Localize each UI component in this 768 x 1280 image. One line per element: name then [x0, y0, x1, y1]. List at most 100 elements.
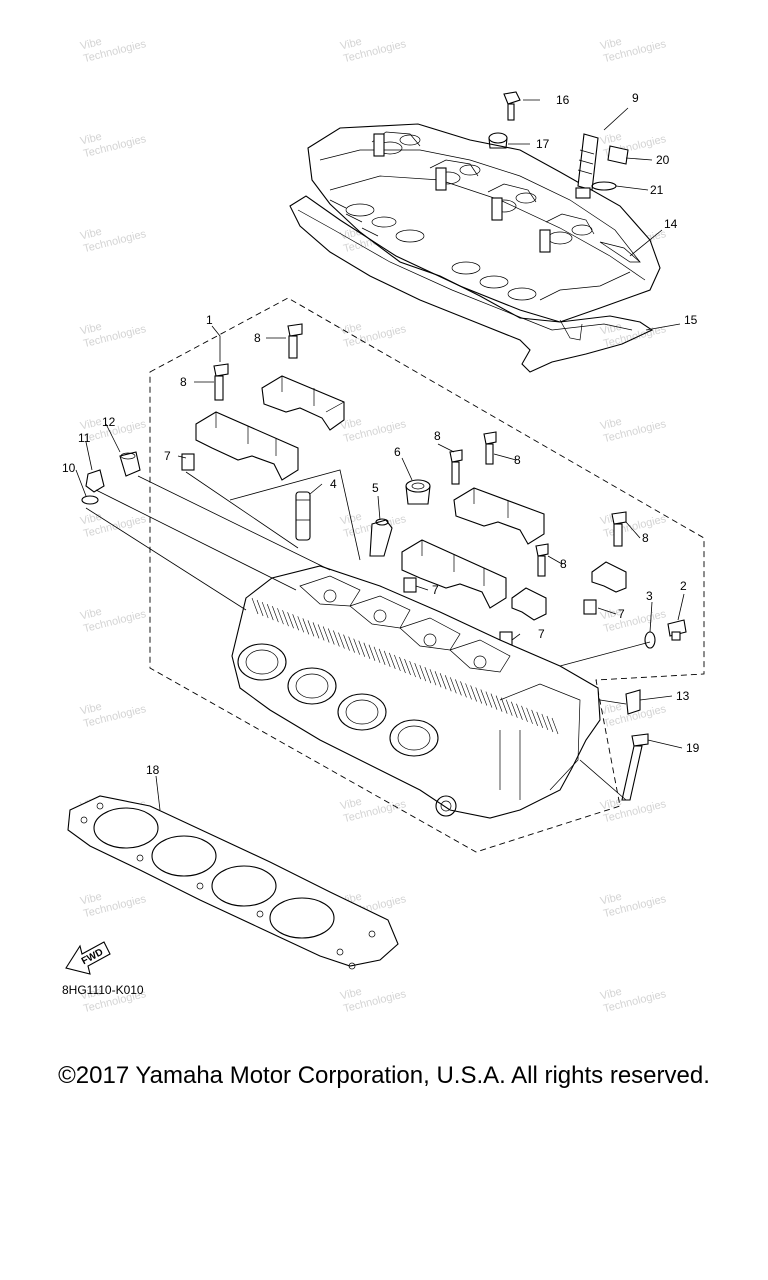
callout-8c: 8: [434, 429, 441, 443]
fin-line: [317, 624, 325, 641]
camshaft-cap-left-lower: [195, 411, 299, 481]
cylinder-head: [231, 565, 601, 819]
fin-line: [373, 646, 381, 663]
callout-11: 11: [78, 431, 91, 445]
valve-guide: [295, 491, 311, 541]
callout-7a: 7: [164, 449, 171, 463]
watermark-text: Vibe: [599, 701, 623, 718]
fin-line: [312, 622, 320, 639]
callout-14: 14: [664, 217, 678, 231]
fin-line: [333, 630, 340, 647]
cylinder-head-gasket: [67, 795, 399, 970]
fin-line: [399, 656, 406, 674]
plug-cap: [607, 145, 629, 165]
fin-line: [419, 665, 427, 682]
watermark-text: Vibe: [599, 321, 623, 338]
fin-line: [536, 711, 544, 729]
long-head-bolt: [621, 733, 649, 801]
callout-13: 13: [676, 689, 690, 703]
watermark-text: Vibe: [79, 226, 103, 243]
fin-line: [266, 603, 274, 621]
callout-7c: 7: [618, 607, 625, 621]
callout-numbers: 16 9 17 20 21 14 15 1 8 8 12 11 10 7 6 8…: [62, 91, 700, 777]
fin-line: [424, 667, 432, 684]
fin-line: [495, 695, 503, 712]
fin-line: [277, 608, 284, 625]
callout-1: 1: [206, 313, 213, 327]
fin-line: [409, 660, 416, 678]
fin-line: [439, 673, 447, 690]
watermark-text: Vibe: [339, 796, 363, 813]
fin-line: [327, 628, 335, 645]
fin-line: [465, 683, 472, 700]
fin-line: [526, 707, 533, 724]
fin-line: [358, 640, 366, 657]
fin-line: [434, 671, 442, 688]
gallery-washer: [644, 631, 656, 649]
fin-line: [297, 616, 305, 633]
callout-3: 3: [646, 589, 653, 603]
fin-line: [480, 689, 488, 706]
spark-plug: [575, 133, 599, 199]
fin-line: [363, 642, 371, 659]
fin-line: [541, 713, 549, 731]
watermark-text: Vibe: [599, 606, 623, 623]
fin-line: [429, 669, 437, 686]
watermark-text: Vibe: [339, 36, 363, 53]
callout-16: 16: [556, 93, 570, 107]
fin-line: [500, 697, 508, 714]
callout-9: 9: [632, 91, 639, 105]
fwd-label: FWD: [80, 947, 105, 967]
fin-line: [368, 644, 376, 661]
fin-line: [343, 634, 350, 651]
watermark-text: Vibe: [339, 986, 363, 1003]
callout-4: 4: [330, 477, 337, 491]
callout-8f: 8: [560, 557, 567, 571]
fin-line: [272, 606, 279, 623]
callout-7d: 7: [538, 627, 545, 641]
fin-line: [307, 620, 315, 637]
oil-delivery-pipe: [369, 518, 393, 557]
watermark-text: Vibe: [79, 36, 103, 53]
fin-line: [338, 632, 345, 649]
watermark-text: Vibe: [339, 321, 363, 338]
callout-19: 19: [686, 741, 700, 755]
fin-line: [353, 638, 360, 655]
drawing-code: 8HG1110-K010: [62, 983, 144, 997]
callout-8b: 8: [180, 375, 187, 389]
camshaft-cap-small-a: [591, 561, 627, 593]
intake-ports: [237, 643, 439, 757]
fin-line: [282, 610, 289, 627]
watermark-text: Vibe: [79, 891, 103, 908]
fin-line: [256, 599, 264, 617]
fin-line: [511, 701, 518, 718]
fin-line: [394, 654, 401, 672]
fin-line: [302, 618, 310, 635]
fin-line: [383, 650, 391, 667]
callout-18: 18: [146, 763, 160, 777]
fin-line: [460, 681, 467, 698]
head-cover-gasket: [289, 195, 654, 373]
callout-5: 5: [372, 481, 379, 495]
callout-8e: 8: [642, 531, 649, 545]
fin-line: [287, 612, 294, 629]
fin-line: [322, 626, 330, 643]
watermark-text: Vibe: [79, 986, 103, 1003]
watermark-text: Vibe: [599, 986, 623, 1003]
callout-8a: 8: [254, 331, 261, 345]
fitting: [625, 689, 641, 715]
callout-10: 10: [62, 461, 76, 475]
fin-line: [450, 677, 457, 694]
fin-line: [378, 648, 386, 665]
oil-gallery-bolt: [667, 619, 687, 641]
watermark-text: Vibe: [599, 796, 623, 813]
fin-line: [261, 601, 269, 619]
camshaft-cap-right-upper: [453, 487, 545, 545]
watermark-text: Vibe: [599, 416, 623, 433]
camshaft-cap-small-b: [511, 587, 547, 621]
assembly-outline: [149, 297, 705, 853]
callout-6: 6: [394, 445, 401, 459]
fin-line: [455, 679, 462, 696]
cooling-fins: [251, 597, 559, 735]
watermark-text: Vibe: [339, 416, 363, 433]
